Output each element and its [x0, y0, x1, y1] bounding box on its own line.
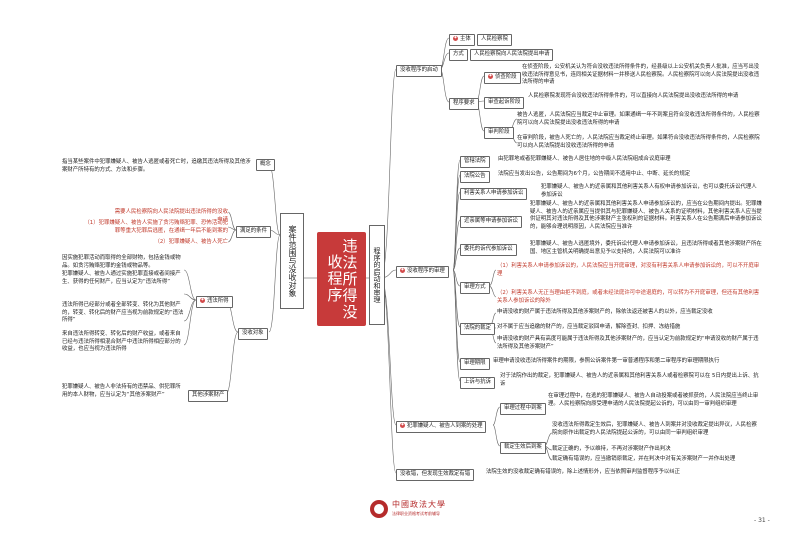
- after-ruling-text-2: 裁定正确的，予以维持，不再对涉案财产作出判决: [552, 446, 671, 452]
- page-number: - 31 -: [754, 517, 770, 524]
- jurisdiction-text: 由犯罪地或者犯罪嫌疑人、被告人居住地的中级人民法院组成合议庭审理: [498, 156, 671, 162]
- notice-text: 法院应当发出公告，公告期间为6个月，公告期间不适用中止、中断、延长的规定: [498, 171, 691, 177]
- confiscation-node: 没收对象: [238, 328, 268, 340]
- procedure-label: 没收程序的审理: [407, 268, 445, 274]
- subject-node: ✦主体: [449, 34, 475, 46]
- trial-text-2: 在审判阶段，被告人死亡的，人民法院应当裁定终止审理。如果符合没收违法所得条件的，…: [517, 135, 760, 149]
- relatives-text: 犯罪嫌疑人、被告人的近亲属和其他利害关系人申请参加诉讼的，应当在公告期间内提出。…: [530, 201, 762, 230]
- ruling-text-2: 对不属于应当追缴的财产的，应当裁定驳回申请，解除查封、扣押、冻结措施: [497, 324, 681, 330]
- period-node: 审理期限: [460, 358, 490, 370]
- arrival-node: ✦犯罪嫌疑人、被告人到案的处理: [396, 421, 487, 433]
- after-ruling-text-3: 裁定确有错误的，应当撤销原裁定，并在判决中对有关涉案财产一并作出处理: [552, 456, 736, 462]
- star-icon: ✦: [200, 297, 205, 303]
- illegal-gains-text-1: 因实施犯罪活动而取得的全部财物，包括金钱或物品。如贪污贿赂犯罪的金钱或物品等。: [62, 255, 181, 269]
- requirement-node: 程序要求: [449, 98, 479, 110]
- entrust-text: 犯罪嫌疑人、被告人逃匿境外，委托诉讼代理人申请参加诉讼，且违法所得或者其他涉案财…: [530, 241, 762, 255]
- ruling-text-3: 申请没收的财产具有高度可能属于违法所得及其他涉案财产的，应当认定为前款规定的“申…: [497, 336, 759, 350]
- method-value: 人民检察院向人民法院提出申请: [470, 49, 554, 61]
- investigation-text: 在侦查阶段，公安机关认为符合没收违法所得条件的，经县级以上公安机关负责人批准，应…: [522, 64, 760, 86]
- star-icon: ✦: [400, 267, 405, 273]
- other-assets-text: 犯罪嫌疑人、被告人非法持有的违禁品、供犯罪所用的本人财物，应当认定为“其他涉案财…: [62, 384, 181, 398]
- during-trial-text: 在审理过程中，在逃的犯罪嫌疑人、被告人自动投案或者被抓获的，人民法院应当终止审理…: [548, 393, 759, 407]
- conditions-item-1: （1）犯罪嫌疑人、被告人实施了贪污贿赂犯罪、恐怖活动犯罪等重大犯罪后逃匿，在通缉…: [84, 220, 228, 234]
- concept-node: 概念: [256, 159, 275, 171]
- trial-node: 审判阶段: [484, 127, 514, 139]
- investigation-label: 侦查阶段: [495, 74, 517, 80]
- notice-node: 法院公告: [460, 171, 490, 183]
- star-icon: ✦: [400, 422, 405, 428]
- hearing-text-2: （2）利害关系人无正当理由拒不到庭，或者未经法庭许可中途退庭的，可以转为不开庭审…: [497, 290, 760, 304]
- conditions-intro: 需要人民检察院向人民法院提出违法所得的没收申请: [114, 209, 228, 223]
- procedure-node: ✦没收程序的审理: [396, 266, 449, 278]
- illegal-gains-node: ✦违法所得: [196, 296, 233, 308]
- ruling-text-1: 申请没收的财产属于违法所得及其他涉案财产的，除依法返还被害人的以外，应当裁定没收: [497, 309, 713, 315]
- arrival-label: 犯罪嫌疑人、被告人到案的处理: [407, 423, 483, 429]
- star-icon: ✦: [453, 35, 458, 41]
- period-text: 审理申请没收违法所得案件的期限，参照公诉案件第一审普通程序和第二审程序的审理期限…: [493, 358, 720, 364]
- relatives-node: 近亲属等申请参加诉讼: [460, 216, 522, 228]
- error-text: 法院生效的没收裁定确有错误的，除上述情形外，应当依照审判监督程序予以纠正: [486, 469, 681, 475]
- illegal-gains-text-2: 犯罪嫌疑人、被告人通过实施犯罪直接或者间接产生、获得的任何财产，应当认定为“违法…: [62, 271, 181, 285]
- appeal-node: 上诉与抗诉: [460, 377, 495, 389]
- subject-value: 人民检察院: [477, 34, 512, 46]
- conditions-node: 满足的条件: [236, 226, 271, 238]
- other-assets-node: 其他涉案财产: [188, 390, 229, 402]
- central-topic: 违法所得没收程序: [317, 232, 366, 326]
- after-ruling-text-1: 没收违法所得裁定生效后，犯罪嫌疑人、被告人到案并对没收裁定提出异议，人民检察院向…: [552, 422, 757, 436]
- investigation-node: ✦侦查阶段: [484, 72, 521, 84]
- hearing-text-1: （1）利害关系人申请参加诉讼的，人民法院应当开庭审理，对没有利害关系人申请参加诉…: [497, 263, 760, 277]
- concept-text: 指当某些案件中犯罪嫌疑人、被告人逃匿或者死亡时，追缴其违法所得及其他涉案财产所特…: [62, 159, 251, 173]
- after-ruling-node: 裁定生效后到案: [500, 442, 546, 454]
- illegal-gains-text-4: 来自违法所得转变、转化后的财产收益，或者来自已经与违法所得相混合财产中违法所得相…: [62, 331, 181, 353]
- illegal-gains-label: 违法所得: [207, 298, 229, 304]
- branch-procedure: 程序的启动和审理: [369, 225, 385, 325]
- error-node: 没收错，但发现生效裁定有错: [396, 469, 475, 481]
- entrust-node: 委托的诉代参加诉讼: [460, 244, 517, 256]
- start-node: 没收程序的启动: [396, 65, 442, 77]
- participants-text: 犯罪嫌疑人、被告人的近亲属和其他利害关系人有权申请参加诉讼，也可以委托诉讼代理人…: [541, 184, 757, 198]
- appeal-text: 对于法院作出的裁定，犯罪嫌疑人、被告人的近亲属和其他利害关系人或者检察院可以在 …: [500, 373, 759, 387]
- branch-scope-and-objects: 案件范围与没收对象: [280, 213, 304, 309]
- university-name: 中國政法大學: [392, 500, 446, 509]
- subject-label: 主体: [460, 36, 471, 42]
- trial-text-1: 被告人逃匿，人民法院应当裁定中止审理。如果通缉一年不到案且符合没收违法所得条件的…: [517, 112, 760, 126]
- prosecution-node: 审查起诉阶段: [484, 97, 525, 109]
- illegal-gains-text-3: 违法所得已经部分或者全部转变、转化为其他财产的，转变、转化后的财产应当视为前款规…: [62, 302, 184, 324]
- ruling-node: 法院的裁定: [460, 323, 495, 335]
- prosecution-text: 人民检察院发现符合没收违法所得条件的，可以直接向人民法院提出没收违法所得的申请: [528, 93, 739, 99]
- conditions-item-2: （2）犯罪嫌疑人、被告人死亡: [154, 239, 228, 245]
- during-trial-node: 审理过程中到案: [500, 403, 546, 415]
- university-subtitle: 法律职业资格考试考前辅导: [392, 511, 440, 516]
- hearing-node: 审理方式: [460, 282, 490, 294]
- university-seal-icon: [370, 500, 388, 518]
- participants-node: 利害关系人申请参加诉讼: [460, 188, 528, 200]
- jurisdiction-node: 管辖法院: [460, 156, 490, 168]
- method-node: 方式: [449, 49, 468, 61]
- star-icon: ✦: [488, 73, 493, 79]
